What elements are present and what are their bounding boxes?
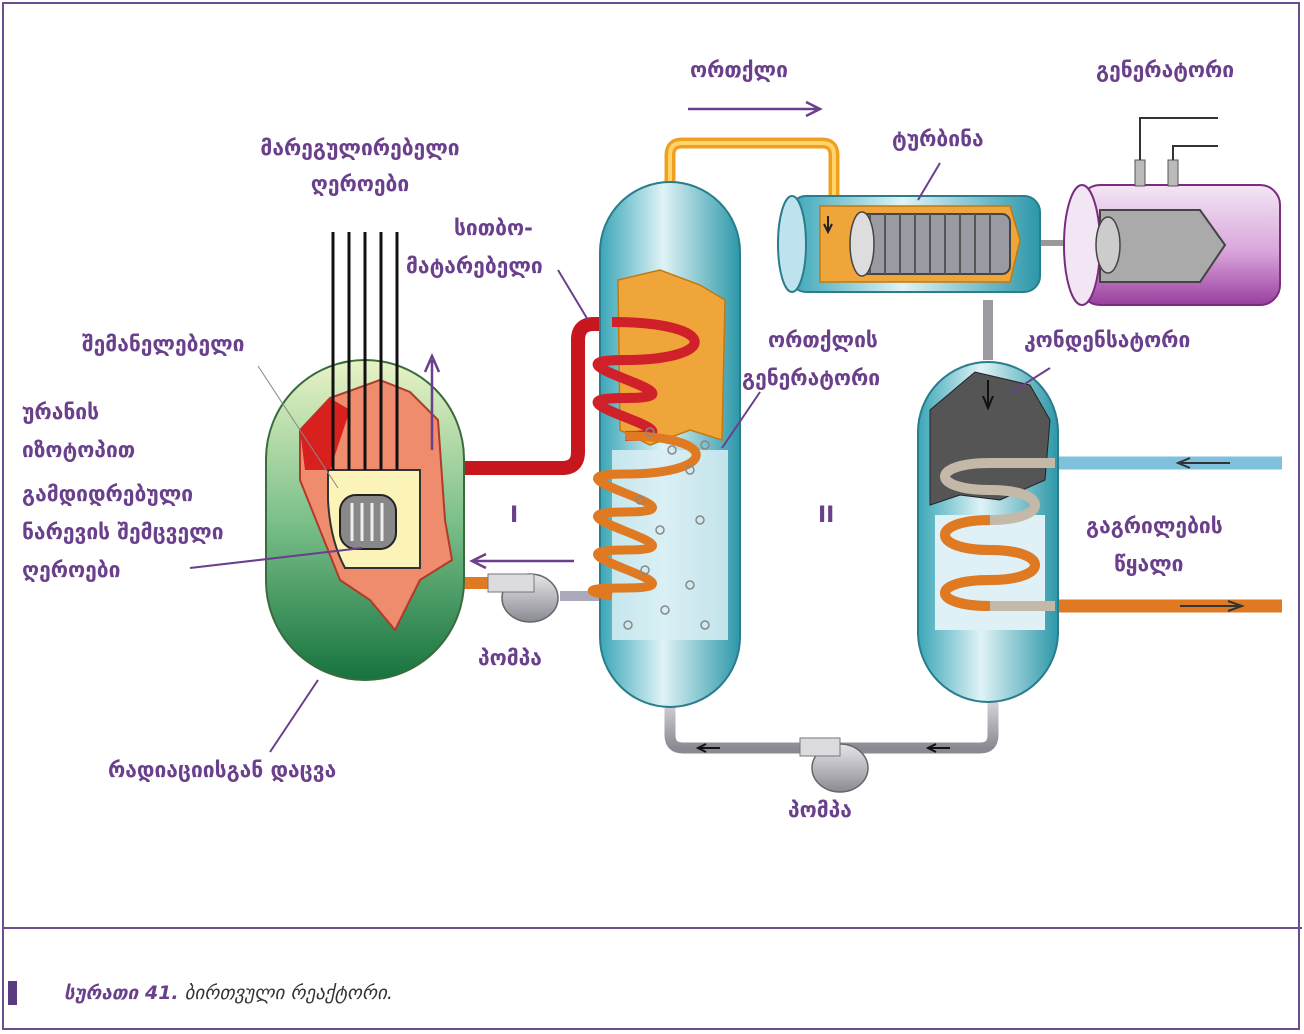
label-fuel-rods-1: ურანის: [22, 394, 99, 430]
label-steam-gen-2: გენერატორი: [742, 360, 880, 396]
steam-generator: [592, 182, 740, 707]
label-circuit-1: I: [510, 503, 518, 528]
leader-shielding: [270, 680, 318, 752]
label-pump-1: პომპა: [478, 640, 542, 676]
steam-flow-arrow: [688, 102, 820, 116]
hot-coolant-pipe: [462, 324, 612, 468]
label-coolant-1: სითბო-: [454, 210, 533, 246]
label-fuel-rods-3: გამდიდრებული: [22, 476, 193, 512]
figure-caption: სურათი 41. ბირთვული რეაქტორი.: [64, 982, 393, 1004]
label-pump-2: პომპა: [788, 792, 852, 828]
label-turbine: ტურბინა: [892, 121, 984, 157]
label-fuel-rods-2: იზოტოპით: [22, 432, 135, 468]
fuel-assembly: [340, 495, 396, 549]
label-cooling-water-1: გაგრილების: [1086, 508, 1223, 544]
leader-coolant: [558, 270, 588, 320]
label-steam-gen-1: ორთქლის: [768, 322, 878, 358]
label-fuel-rods-5: ღეროები: [22, 552, 120, 588]
caption-prefix: სურათი 41.: [64, 982, 179, 1004]
label-condenser: კონდენსატორი: [1024, 322, 1190, 358]
label-generator: გენერატორი: [1096, 52, 1234, 88]
pump-1: [488, 574, 558, 622]
label-fuel-rods-4: ნარევის შემცველი: [22, 514, 224, 550]
leader-turbine: [918, 163, 940, 200]
label-shielding: რადიაციისგან დაცვა: [108, 752, 336, 788]
label-control-rods-2: ღეროები: [311, 166, 409, 202]
label-coolant-2: მატარებელი: [406, 248, 543, 284]
caption-text: ბირთვული რეაქტორი.: [179, 982, 393, 1004]
label-control-rods-1: მარეგულირებელი: [260, 130, 459, 166]
caption-marker: [8, 981, 17, 1005]
turbine-rotor: [860, 214, 1010, 274]
label-steam: ორთქლი: [690, 52, 788, 88]
label-moderator: შემანელებელი: [82, 326, 244, 362]
generator-unit: [1064, 118, 1280, 305]
label-circuit-2: II: [818, 503, 834, 528]
generator-wires: [1140, 118, 1218, 160]
caption-divider: [2, 927, 1302, 929]
condenser: [918, 362, 1058, 702]
return-flow-arrow: [472, 554, 574, 568]
turbine-housing: [778, 196, 1040, 292]
label-cooling-water-2: წყალი: [1114, 546, 1183, 582]
